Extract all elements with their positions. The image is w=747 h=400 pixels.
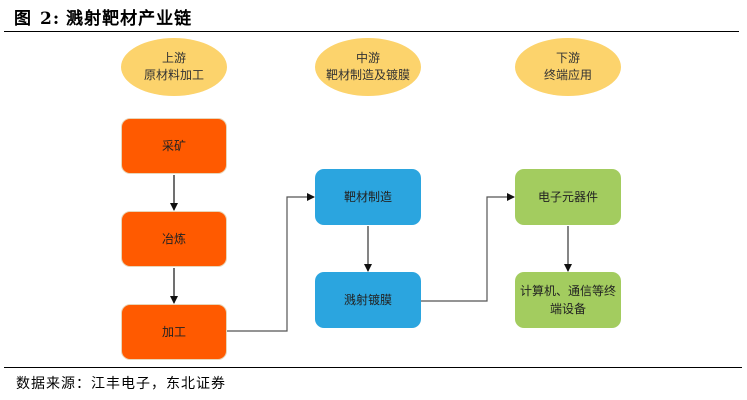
node-electronic-components-label: 电子元器件 — [537, 190, 598, 204]
node-mining: 采矿 — [121, 118, 227, 174]
stage-downstream-line2: 终端应用 — [543, 68, 592, 82]
arrow-coating-to-components — [421, 193, 515, 302]
stage-downstream: 下游 终端应用 — [515, 38, 621, 96]
stage-upstream-line1: 上游 — [161, 51, 186, 65]
node-target-manufacturing-label: 靶材制造 — [343, 190, 392, 204]
stage-downstream-line1: 下游 — [555, 51, 580, 65]
top-rule — [4, 31, 739, 32]
source-note: 数据来源：江丰电子，东北证券 — [16, 376, 226, 392]
figure-label: 图 — [14, 9, 32, 29]
stage-upstream: 上游 原材料加工 — [121, 38, 227, 96]
figure-title-text: 溅射靶材产业链 — [66, 9, 193, 29]
stage-upstream-line2: 原材料加工 — [143, 68, 204, 82]
node-electronic-components: 电子元器件 — [515, 169, 621, 225]
node-smelting: 冶炼 — [121, 211, 227, 267]
node-terminal-devices-label: 计算机、通信等终端设备 — [519, 284, 616, 316]
node-processing: 加工 — [121, 304, 227, 360]
stage-midstream: 中游 靶材制造及镀膜 — [315, 38, 421, 96]
figure-title: 图 2:溅射靶材产业链 — [14, 4, 192, 29]
node-processing-label: 加工 — [161, 325, 186, 339]
node-sputter-coating-label: 溅射镀膜 — [343, 293, 392, 307]
node-terminal-devices: 计算机、通信等终端设备 — [515, 272, 621, 328]
node-smelting-label: 冶炼 — [161, 232, 186, 246]
bottom-rule — [4, 367, 742, 368]
stage-midstream-line1: 中游 — [355, 51, 380, 65]
node-mining-label: 采矿 — [161, 139, 186, 153]
node-sputter-coating: 溅射镀膜 — [315, 272, 421, 328]
stage-midstream-line2: 靶材制造及镀膜 — [325, 68, 410, 82]
node-target-manufacturing: 靶材制造 — [315, 169, 421, 225]
arrow-processing-to-target — [227, 193, 315, 332]
figure-number: 2: — [40, 9, 61, 29]
